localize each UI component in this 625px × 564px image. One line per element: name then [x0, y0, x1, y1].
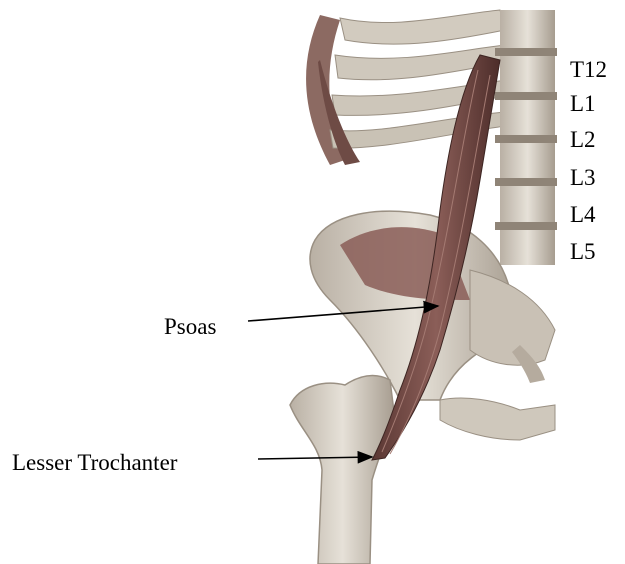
vertebra-label-l3: L3 — [570, 166, 596, 189]
vertebra-label-t12: T12 — [570, 58, 607, 81]
femur — [290, 375, 555, 564]
vertebra-label-l5: L5 — [570, 240, 596, 263]
vertebra-label-l1: L1 — [570, 92, 596, 115]
psoas-label: Psoas — [164, 315, 216, 338]
vertebra-label-l4: L4 — [570, 203, 596, 226]
lumbar-spine — [495, 10, 557, 265]
vertebra-label-l2: L2 — [570, 128, 596, 151]
lesser-trochanter-label: Lesser Trochanter — [12, 451, 177, 474]
